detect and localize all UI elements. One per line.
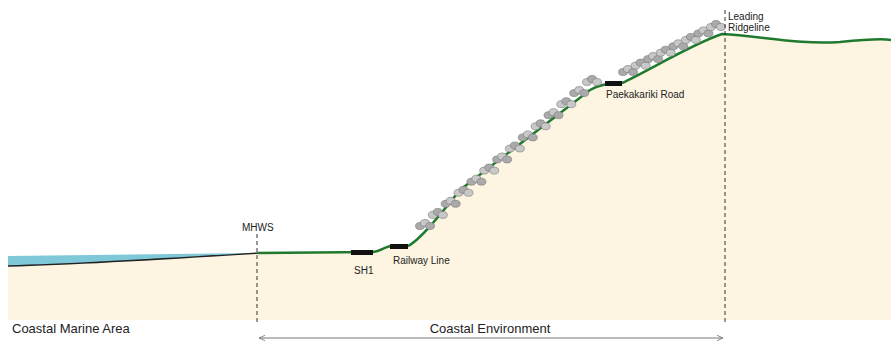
tree-symbol [541, 123, 550, 130]
tree-symbol [451, 200, 460, 207]
text-label: Leading Ridgeline [728, 11, 788, 33]
tree-symbol [717, 24, 726, 31]
tree-symbol [554, 112, 563, 119]
highway-symbol [351, 250, 373, 255]
tree-symbol [464, 189, 473, 196]
tree-symbol [629, 69, 638, 76]
text-label: Paekakariki Road [606, 89, 684, 100]
text-label: Railway Line [393, 255, 450, 266]
tree-symbol [666, 49, 675, 56]
tree-symbol [426, 223, 435, 230]
tree-symbol [503, 156, 512, 163]
text-label: Coastal Marine Area [12, 322, 130, 336]
tree-symbol [704, 30, 713, 37]
tree-symbol [641, 62, 650, 69]
tree-symbol [679, 43, 688, 50]
tree-symbol [593, 79, 602, 86]
tree-symbol [477, 178, 486, 185]
tree-symbol [438, 211, 447, 218]
tree-symbol [567, 101, 576, 108]
tree-symbol [580, 90, 589, 97]
tree-symbol [654, 56, 663, 63]
tree-symbol [515, 145, 524, 152]
text-label: Coastal Environment [430, 322, 551, 336]
text-label: MHWS [242, 222, 274, 233]
tree-symbol [490, 167, 499, 174]
railway-symbol [390, 244, 408, 249]
tree-symbol [528, 134, 537, 141]
road-symbol [605, 81, 622, 86]
tree-symbol [691, 36, 700, 43]
text-label: SH1 [354, 265, 373, 276]
